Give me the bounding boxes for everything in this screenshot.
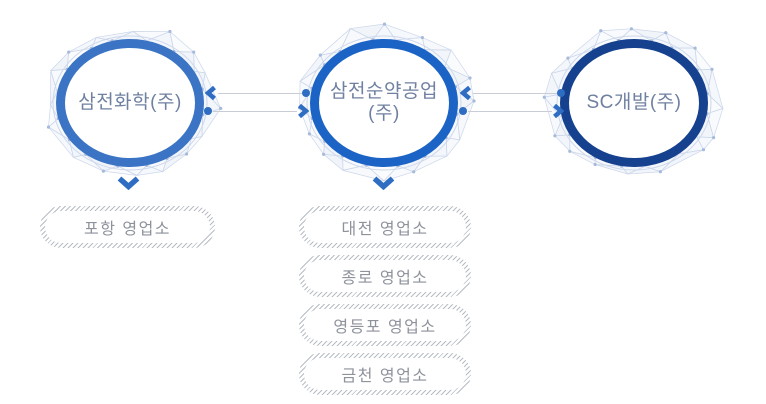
connector-left-center	[203, 85, 311, 119]
company-circle: 삼전순약공업 (주)	[310, 39, 458, 167]
connector-dot	[557, 89, 565, 97]
arrow-right-icon	[553, 104, 564, 118]
connector-line	[218, 93, 302, 94]
branch-office-pill: 영등포 영업소	[299, 304, 471, 346]
company-name-text: SC개발(주)	[586, 92, 682, 113]
company-circle: 삼전화학(주)	[56, 39, 204, 167]
arrow-down-icon	[117, 176, 140, 190]
company-name: SC개발(주)	[587, 92, 682, 114]
company-name-text: 삼전순약공업	[330, 81, 438, 102]
branch-office-pill: 포항 영업소	[40, 206, 215, 248]
connector-dot	[302, 89, 310, 97]
branch-office-pill: 대전 영업소	[299, 206, 471, 248]
company-name: 삼전순약공업 (주)	[330, 81, 438, 125]
connector-dot	[459, 107, 467, 115]
network-mesh-decoration	[46, 29, 223, 176]
connector-center-right	[458, 85, 566, 119]
arrow-right-icon	[298, 104, 309, 118]
branch-office-label: 포항 영업소	[45, 211, 210, 243]
branch-office-pill: 종로 영업소	[299, 255, 471, 297]
branch-office-pill: 금천 영업소	[299, 353, 471, 395]
arrow-down-icon	[372, 176, 395, 190]
company-circle: SC개발(주)	[560, 39, 708, 167]
connector-dot	[204, 107, 212, 115]
connector-line	[213, 111, 297, 112]
company-node-sc-development: SC개발(주)	[539, 8, 729, 198]
branch-office-label: 영등포 영업소	[304, 309, 466, 341]
company-node-samjeon-chemical: 삼전화학(주)	[35, 8, 225, 198]
branch-office-label: 금천 영업소	[304, 358, 466, 390]
company-name-text: 삼전화학(주)	[78, 92, 182, 113]
arrow-left-icon	[460, 86, 471, 100]
branch-office-label: 종로 영업소	[304, 260, 466, 292]
company-node-samjeon-sunyak: 삼전순약공업 (주)	[289, 8, 479, 198]
branch-office-label: 대전 영업소	[304, 211, 466, 243]
company-name-text: (주)	[368, 103, 400, 124]
connector-line	[473, 93, 557, 94]
arrow-left-icon	[205, 86, 216, 100]
connector-line	[468, 111, 552, 112]
company-name: 삼전화학(주)	[78, 92, 182, 114]
